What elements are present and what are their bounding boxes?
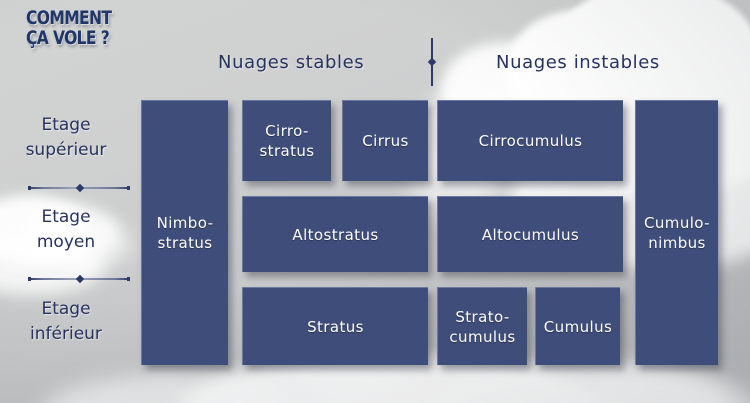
tier-label-text: Etage inférieur xyxy=(30,299,102,344)
vertical-divider-icon xyxy=(427,38,437,86)
separator-cap-icon xyxy=(28,277,31,281)
separator-cap-icon xyxy=(127,186,130,190)
cloud-blob-icon xyxy=(430,361,730,403)
cloud-box-stratocumulus[interactable]: Strato- cumulus xyxy=(437,287,527,365)
cloud-blob-icon xyxy=(40,375,300,403)
cloud-box-cirrostratus[interactable]: Cirro- stratus xyxy=(242,100,331,181)
cloud-box-altostratus[interactable]: Altostratus xyxy=(242,196,428,272)
tier-separator-upper xyxy=(28,183,130,193)
divider-diamond-icon xyxy=(427,57,437,67)
logo-line-2: ÇA VOLE ? xyxy=(26,27,110,49)
cloud-box-label: Cumulo- nimbus xyxy=(644,214,710,252)
cloud-box-label: Cirrocumulus xyxy=(478,132,583,150)
tier-label-inferieur: Etage inférieur xyxy=(0,297,132,347)
cloud-box-cirrus[interactable]: Cirrus xyxy=(342,100,428,181)
cloud-box-label: Cirro- stratus xyxy=(259,122,315,160)
cloud-box-label: Nimbo- stratus xyxy=(156,214,214,252)
cloud-box-cumulus[interactable]: Cumulus xyxy=(535,287,620,365)
tier-label-moyen: Etage moyen xyxy=(0,205,132,255)
tier-label-superieur: Etage supérieur xyxy=(0,113,132,163)
cloud-box-label: Altostratus xyxy=(292,225,379,244)
separator-cap-icon xyxy=(28,186,31,190)
column-heading-stable: Nuages stables xyxy=(218,52,365,73)
separator-diamond-icon xyxy=(75,183,85,193)
separator-cap-icon xyxy=(127,277,130,281)
cloud-box-label: Stratus xyxy=(307,317,364,336)
cloud-box-cirrocumulus[interactable]: Cirrocumulus xyxy=(437,100,623,181)
cloud-box-label: Altocumulus xyxy=(481,225,580,244)
cloud-box-label: Cirrus xyxy=(362,132,409,150)
site-logo[interactable]: COMMENT ÇA VOLE ? xyxy=(26,7,112,49)
separator-diamond-icon xyxy=(75,274,85,284)
cloud-box-label: Strato- cumulus xyxy=(449,307,516,346)
column-heading-unstable: Nuages instables xyxy=(496,52,660,73)
tier-label-text: Etage moyen xyxy=(36,207,96,252)
cloud-box-label: Cumulus xyxy=(543,317,613,336)
tier-separator-lower xyxy=(28,274,130,284)
cloud-box-stratus[interactable]: Stratus xyxy=(242,287,428,365)
logo-line-1: COMMENT xyxy=(26,7,112,29)
tier-label-text: Etage supérieur xyxy=(25,115,107,160)
cloud-box-altocumulus[interactable]: Altocumulus xyxy=(437,196,623,272)
cloud-box-nimbostratus[interactable]: Nimbo- stratus xyxy=(141,100,228,365)
cloud-blob-icon xyxy=(300,373,460,403)
cloud-box-cumulonimbus[interactable]: Cumulo- nimbus xyxy=(635,100,718,365)
cloud-blob-icon xyxy=(560,373,750,403)
